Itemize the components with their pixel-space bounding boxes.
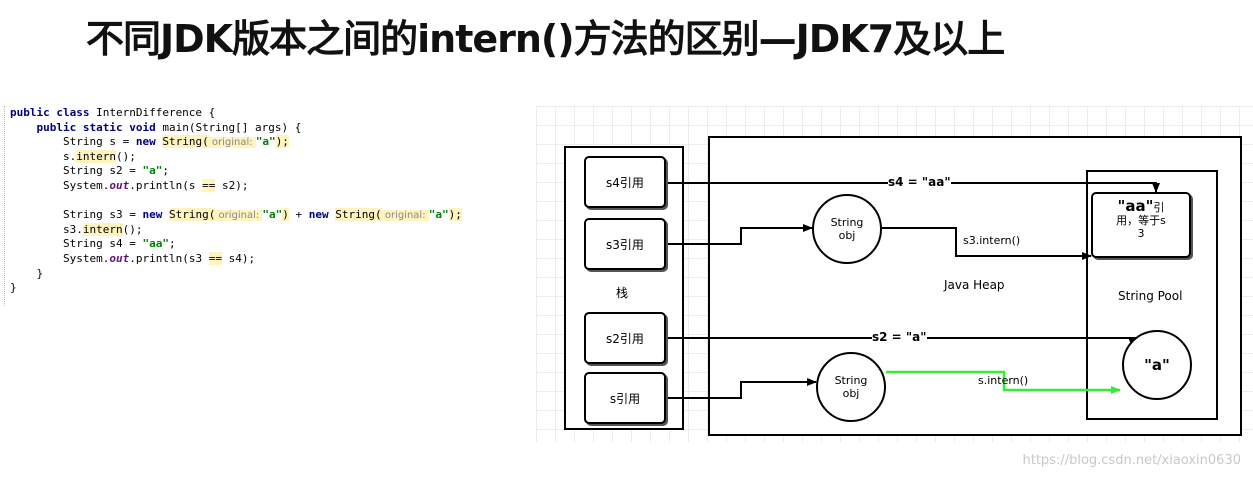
code-line: s3.intern();: [10, 222, 540, 238]
code-token: String s2 =: [10, 164, 143, 178]
code-token: InternDifference {: [96, 106, 216, 119]
page-title: 不同JDK版本之间的intern()方法的区别—JDK7及以上: [86, 17, 1005, 61]
code-token: "a": [255, 135, 276, 149]
code-token: String s4 =: [10, 237, 143, 251]
stack-label: 栈: [616, 286, 629, 300]
code-token: intern: [76, 149, 116, 163]
code-token: s4);: [221, 251, 256, 265]
watermark: https://blog.csdn.net/xiaoxin0630: [1022, 453, 1241, 468]
code-token: original:: [208, 137, 256, 149]
arrow-s-intern: [886, 370, 1121, 394]
arrow-s3-intern: [882, 227, 1092, 260]
code-line: }: [10, 267, 540, 282]
code-token: }: [10, 281, 17, 295]
label-s3-intern: s3.intern(): [963, 234, 1021, 247]
ref-s4: s4引用: [584, 156, 666, 208]
code-token: String(: [162, 135, 209, 149]
code-line: String s3 = new String( original: "a") +…: [10, 208, 540, 223]
code-token: original:: [215, 210, 263, 222]
code-line: s.intern();: [10, 149, 540, 165]
ref-s3: s3引用: [584, 218, 666, 270]
code-token: System.: [10, 178, 110, 192]
code-token: ();: [115, 149, 136, 163]
code-line: public static void main(String[] args) {: [10, 121, 540, 136]
pool-a-circle: "a": [1122, 330, 1192, 400]
code-token: s2);: [215, 178, 249, 192]
pool-aa-box: "aa"引 用，等于s 3: [1091, 192, 1191, 258]
code-token: ();: [122, 222, 143, 236]
code-line: public class InternDifference {: [10, 106, 540, 121]
code-token: "a": [262, 208, 283, 222]
code-line: }: [10, 281, 540, 296]
code-token: String(: [335, 208, 382, 222]
code-line: String s = new String( original: "a");: [10, 135, 540, 150]
code-token: ==: [208, 251, 222, 265]
code-token: public class: [10, 106, 97, 119]
label-s-intern: s.intern(): [978, 374, 1029, 387]
code-token: }: [10, 266, 44, 280]
ref-s2: s2引用: [584, 312, 666, 364]
code-token: String s =: [10, 135, 136, 149]
code-token: ): [282, 208, 289, 222]
label-s2-assign: s2 = "a": [872, 330, 927, 344]
code-token: [10, 194, 17, 207]
code-token: String s3 =: [10, 208, 143, 222]
code-token: "a": [142, 164, 163, 178]
code-token: s3.: [10, 222, 83, 236]
code-block: public class InternDifference { public s…: [10, 106, 540, 296]
code-token: new: [308, 208, 336, 222]
code-token: System.: [10, 251, 110, 265]
code-token: main(String[] args) {: [162, 120, 302, 134]
code-token: ==: [202, 178, 216, 192]
code-line: System.out.println(s == s2);: [10, 178, 540, 194]
code-token: +: [288, 208, 309, 222]
code-token: original:: [381, 210, 429, 222]
label-s4-assign: s4 = "aa": [888, 175, 951, 189]
code-token: new: [142, 208, 169, 222]
code-token: "aa": [142, 237, 169, 251]
arrow-s: [666, 378, 817, 399]
code-line: [10, 194, 540, 209]
java-heap-label: Java Heap: [944, 278, 1005, 292]
code-token: );: [448, 208, 462, 222]
code-token: out: [109, 251, 130, 265]
arrow-s3: [666, 224, 813, 245]
code-token: ;: [162, 164, 169, 178]
code-token: "a": [428, 208, 449, 222]
code-line: String s4 = "aa";: [10, 237, 540, 252]
code-token: intern: [82, 222, 123, 236]
code-line: System.out.println(s3 == s4);: [10, 251, 540, 267]
ref-s: s引用: [584, 372, 666, 424]
code-token: .println(s: [129, 178, 203, 192]
string-pool-label: String Pool: [1118, 289, 1183, 303]
arrow-s4: [666, 182, 1160, 193]
code-line: String s2 = "a";: [10, 164, 540, 179]
code-token: .println(s3: [129, 251, 209, 265]
code-token: public static void: [10, 120, 163, 134]
code-token: out: [109, 178, 130, 192]
code-token: );: [275, 135, 289, 149]
code-token: new: [135, 135, 163, 149]
code-token: s.: [10, 149, 77, 163]
code-token: String(: [168, 208, 216, 222]
code-token: ;: [168, 237, 176, 251]
code-gutter: [4, 106, 6, 306]
